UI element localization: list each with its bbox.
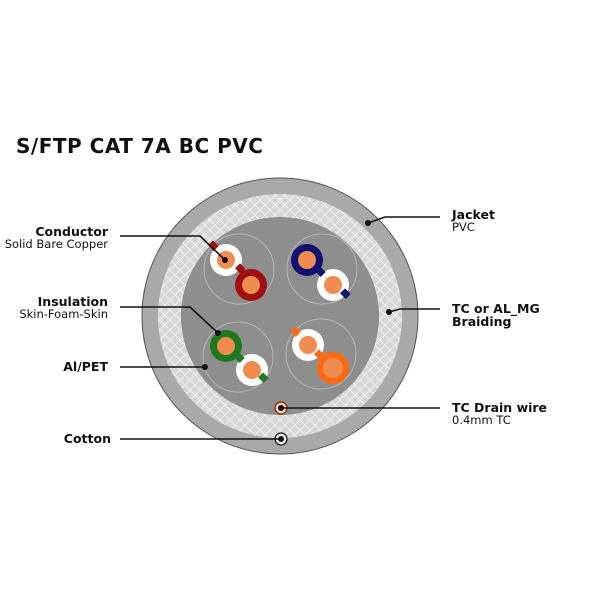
label-insulation: Insulation Skin-Foam-Skin <box>19 295 108 321</box>
label-conductor: Conductor Solid Bare Copper <box>5 225 108 251</box>
pointer-dot-conductor <box>222 257 228 263</box>
jacket-name: Jacket <box>452 207 495 222</box>
leader-jacket <box>367 216 440 224</box>
pointer-dot-cotton <box>278 436 284 442</box>
pointer-dot-braiding <box>386 309 392 315</box>
label-cotton: Cotton <box>64 432 111 445</box>
cotton-name: Cotton <box>63 431 111 446</box>
leader-insulation <box>120 306 219 334</box>
insulation-detail: Skin-Foam-Skin <box>19 307 108 321</box>
leader-conductor <box>120 235 226 261</box>
label-alpet: Al/PET <box>63 360 108 373</box>
jacket-detail: PVC <box>452 220 475 234</box>
pair-shield-green <box>202 321 274 393</box>
insulation-name: Insulation <box>37 294 108 309</box>
leader-braiding <box>388 308 440 313</box>
pair-shield-brown <box>203 233 275 305</box>
leader-lines <box>120 216 440 440</box>
drain-detail: 0.4mm TC <box>452 413 511 427</box>
pair-shield-blue <box>286 233 358 305</box>
pair-blue <box>291 244 351 301</box>
pointer-dot-alpet <box>202 364 208 370</box>
braiding-name: TC or AL_MG Braiding <box>452 301 540 329</box>
alpet-name: Al/PET <box>63 359 108 374</box>
drain-name: TC Drain wire <box>452 400 548 415</box>
pointer-dot-insulation <box>215 330 221 336</box>
label-braiding: TC or AL_MG Braiding <box>452 302 600 328</box>
pair-orange <box>290 326 349 384</box>
label-drain: TC Drain wire 0.4mm TC <box>452 401 547 427</box>
conductor-detail: Solid Bare Copper <box>4 237 108 251</box>
pair-shield-orange <box>285 318 357 390</box>
diagram-title: S/FTP CAT 7A BC PVC <box>16 134 264 158</box>
conductor-name: Conductor <box>35 224 108 239</box>
pointer-dot-jacket <box>365 220 371 226</box>
pair-green <box>210 330 269 386</box>
label-jacket: Jacket PVC <box>452 208 495 234</box>
pointer-dot-drain <box>278 405 284 411</box>
